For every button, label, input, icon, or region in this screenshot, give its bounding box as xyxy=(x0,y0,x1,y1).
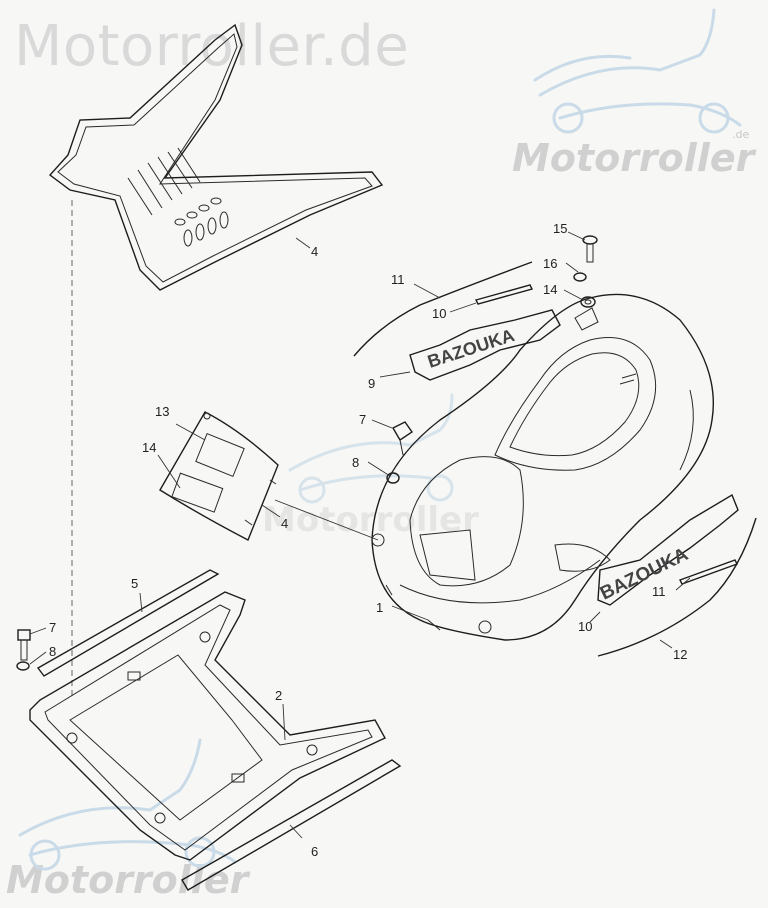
part-9-decal-right: BAZOUKA xyxy=(597,493,739,606)
part-4-floor-mat xyxy=(48,23,384,291)
callout-14: 14 xyxy=(543,282,557,297)
callout-5: 5 xyxy=(131,576,138,591)
callout-4-cover: 4 xyxy=(281,516,288,531)
callout-16: 16 xyxy=(543,256,557,271)
part-16-washer xyxy=(573,272,587,282)
callout-13: 14 xyxy=(142,440,156,455)
scooter-logo-watermark-top-right xyxy=(533,8,742,134)
scooter-logo-watermark-bottom-left xyxy=(18,738,237,871)
leader-lines xyxy=(29,231,691,839)
part-10-strip-upper xyxy=(474,284,534,305)
part-12-inspection-cover xyxy=(159,411,279,541)
part-5-side-rail xyxy=(36,569,220,677)
part-11-trim-right xyxy=(597,517,757,657)
callout-15: 15 xyxy=(553,221,567,236)
watermark-top-text: Motorroller.de xyxy=(14,14,410,79)
callout-8-middle: 8 xyxy=(352,455,359,470)
part-8-nut-left xyxy=(16,661,30,671)
callout-4-floor-mat: 4 xyxy=(311,244,318,259)
floor-mat-grip-ribs xyxy=(127,147,229,247)
callout-7-left: 7 xyxy=(49,620,56,635)
part-14-nut xyxy=(580,296,596,308)
part-6-side-rail xyxy=(181,759,402,891)
callout-6: 6 xyxy=(311,844,318,859)
watermark-middle-text: Motorroller xyxy=(262,500,479,540)
part-2-floor-board xyxy=(29,591,386,861)
part-7-bolt-left xyxy=(17,629,31,661)
callout-9-right: 10 xyxy=(578,619,592,634)
callout-1: 1 xyxy=(376,600,383,615)
scooter-logo-watermark-middle xyxy=(288,393,454,504)
callout-11-upper: 11 xyxy=(391,272,405,287)
part-15-screw xyxy=(582,235,598,263)
watermark-right-superscript: .de xyxy=(732,128,750,141)
callout-11-right: 12 xyxy=(673,647,687,662)
callout-8-left: 8 xyxy=(49,644,56,659)
callout-10-right: 11 xyxy=(652,584,666,599)
part-1-leg-shield xyxy=(371,293,715,641)
callout-10-upper: 10 xyxy=(432,306,446,321)
part-11-trim-upper xyxy=(353,261,533,357)
decal-right-text: BAZOUKA xyxy=(597,544,692,605)
callout-2: 2 xyxy=(275,688,282,703)
callout-12: 13 xyxy=(155,404,169,419)
callout-9-upper: 9 xyxy=(368,376,375,391)
watermark-right-text: Motorroller xyxy=(512,136,755,180)
part-7-bolt-middle xyxy=(392,421,413,456)
callout-7-middle: 7 xyxy=(359,412,366,427)
part-8-nut-middle xyxy=(386,472,400,484)
